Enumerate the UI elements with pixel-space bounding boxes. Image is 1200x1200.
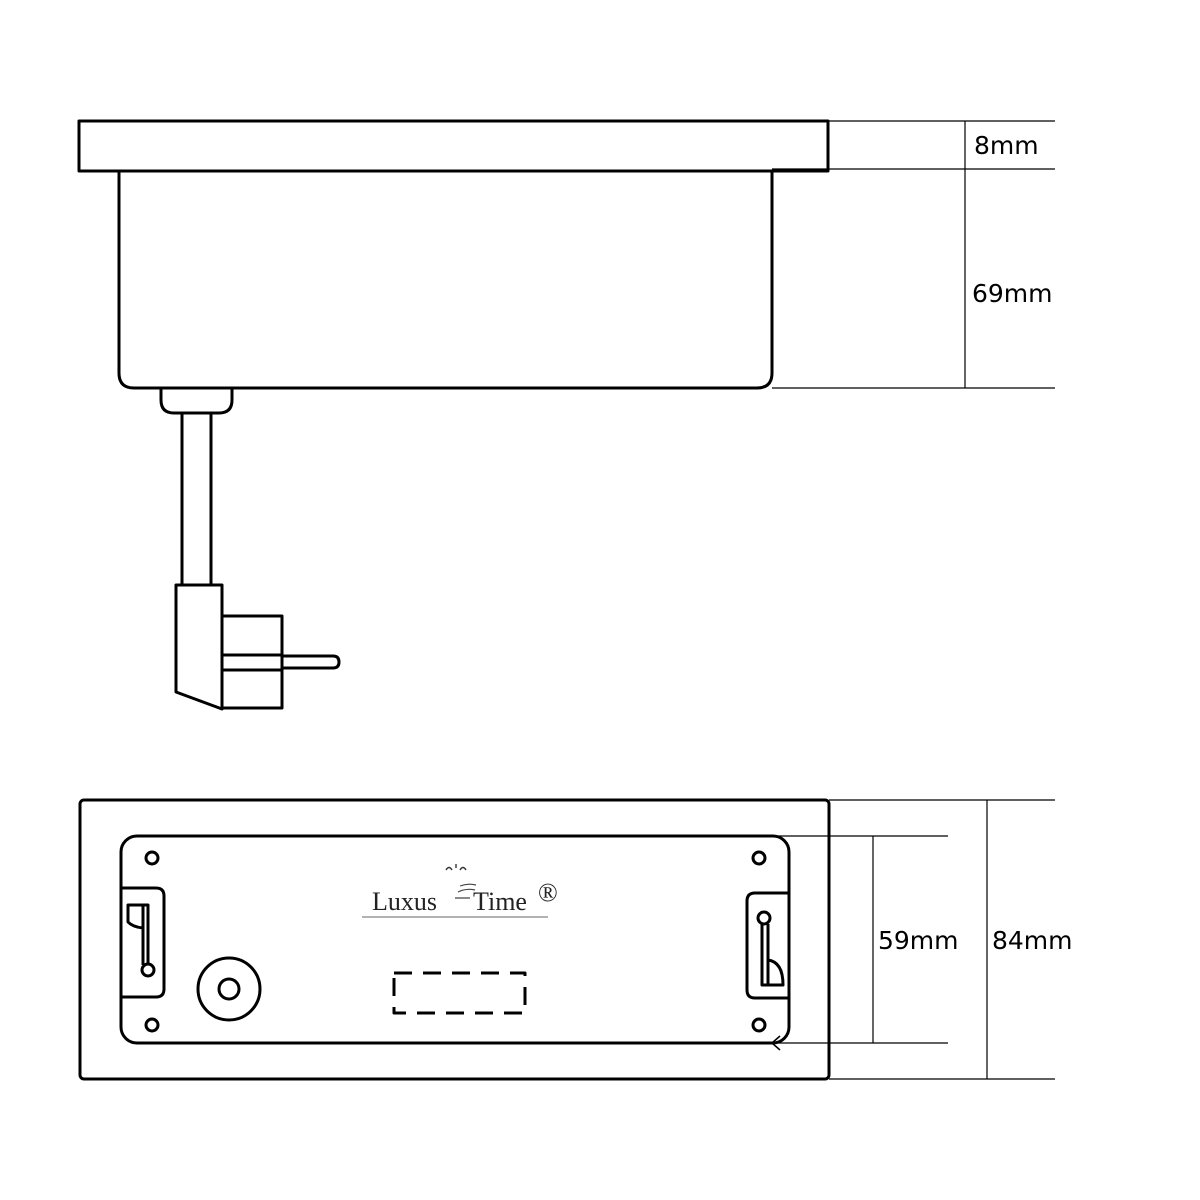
side-dimension-lines <box>772 120 1055 389</box>
svg-text:Luxus: Luxus <box>372 887 437 916</box>
luxus-time-logo: Luxus Time ® <box>362 864 558 918</box>
outer-frame <box>78 798 831 1081</box>
inner-height-label: 59mm <box>878 926 959 955</box>
plug-bar <box>222 653 282 672</box>
top-plate <box>77 119 830 173</box>
svg-text:®: ® <box>538 878 558 907</box>
right-latch <box>745 891 789 1000</box>
plate-thickness-label: 8mm <box>974 131 1039 160</box>
corner-arrow <box>771 1035 781 1051</box>
socket-housing <box>117 171 774 390</box>
plug-face <box>220 614 284 710</box>
side-view: 8mm 69mm <box>77 119 1055 711</box>
svg-text:Time: Time <box>473 887 527 916</box>
inner-lid <box>119 834 791 1045</box>
screw-holes <box>144 850 767 1033</box>
left-latch <box>122 886 166 999</box>
dashed-label-area <box>392 971 527 1015</box>
plug-body <box>174 583 224 711</box>
top-view: Luxus Time ® 59mm 84mm <box>78 798 1073 1081</box>
plug-pin <box>282 654 341 670</box>
cable <box>180 413 213 585</box>
cable-grommet <box>159 388 234 415</box>
top-dimension-lines <box>772 799 1055 1080</box>
outer-height-label: 84mm <box>992 926 1073 955</box>
box-depth-label: 69mm <box>972 279 1053 308</box>
cable-port <box>196 956 262 1022</box>
